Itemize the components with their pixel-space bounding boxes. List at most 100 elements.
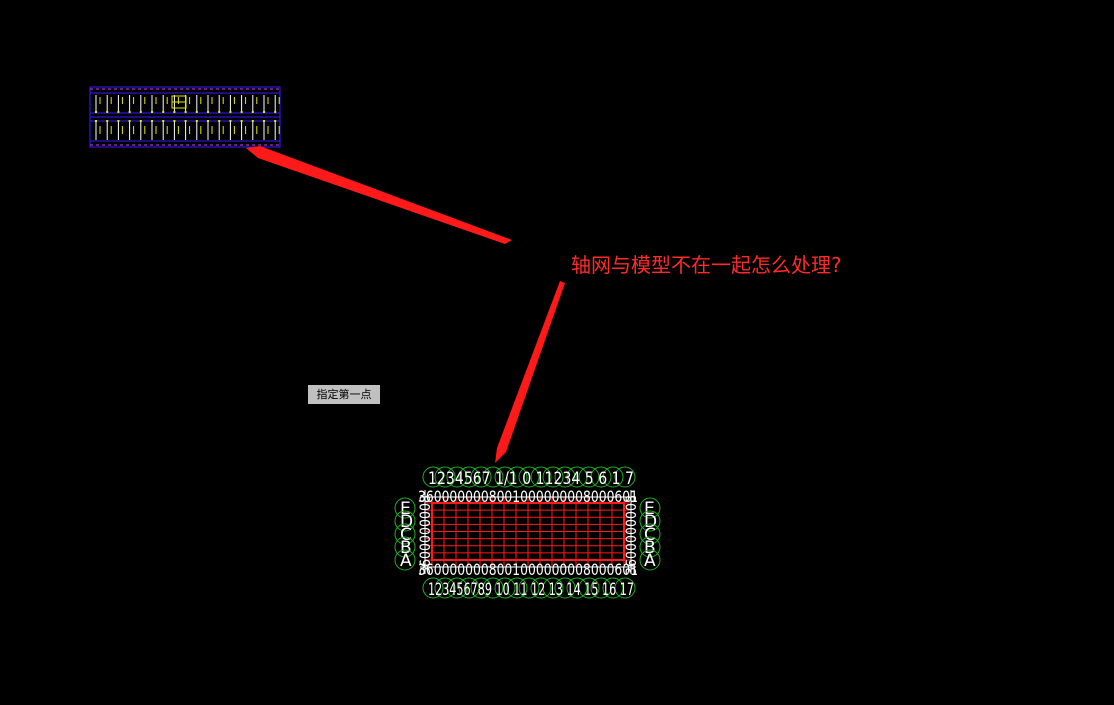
axis-bubble-top — [530, 466, 552, 488]
axis-bubble-top — [554, 466, 576, 488]
axis-bubble-bottom — [542, 577, 564, 599]
building-model[interactable] — [89, 86, 281, 148]
axis-letter-left: A — [400, 551, 412, 571]
axis-bubble-bottom — [578, 577, 600, 599]
model-column — [240, 120, 243, 122]
axis-bubble-bottom — [482, 577, 504, 599]
axis-bubble-bottom — [470, 577, 492, 599]
axis-bubble-right — [639, 536, 661, 558]
axis-bubble-right — [639, 523, 661, 545]
axis-bubble-bottom — [554, 577, 576, 599]
model-column — [263, 120, 265, 122]
axis-numbers-top: 1234567 1/1 0 11234 5 6 1 7 — [428, 469, 634, 489]
axis-bubble-bottom — [434, 577, 456, 599]
axis-bubble-bottom — [458, 577, 480, 599]
axis-letter-left: C — [400, 525, 412, 545]
model-column — [151, 120, 153, 122]
axis-bubble-top — [470, 466, 492, 488]
model-column — [162, 120, 165, 122]
axis-bubble-top — [518, 466, 540, 488]
axis-bubble-bottom — [602, 577, 624, 599]
model-column — [207, 111, 209, 113]
model-column — [184, 120, 187, 122]
axis-numbers-bottom: 123456789 10 11 12 13 14 15 16 17 — [428, 580, 634, 600]
annotation-text: 轴网与模型不在一起怎么处理? — [571, 253, 842, 277]
axis-letter-right: D — [644, 512, 657, 532]
axis-bubble-left — [394, 523, 416, 545]
axis-bubble-top — [590, 466, 612, 488]
axis-letter-right: B — [644, 538, 656, 558]
axis-bubble-bottom — [518, 577, 540, 599]
model-column — [117, 120, 120, 122]
axis-letter-right: A — [644, 551, 656, 571]
model-column — [229, 120, 232, 122]
axis-letter-left: D — [400, 512, 413, 532]
model-column — [106, 111, 109, 113]
axis-bubble-top — [566, 466, 588, 488]
axis-bubble-top — [482, 466, 504, 488]
model-column — [95, 120, 97, 122]
model-column — [139, 120, 142, 122]
dimension-text-top: 3600000008001000000008000601 — [418, 487, 638, 506]
axis-bubble-bottom — [614, 577, 636, 599]
model-column — [240, 111, 243, 113]
axis-bubble-bottom — [530, 577, 552, 599]
axis-bubble-bottom — [506, 577, 528, 599]
axis-letter-left: B — [400, 538, 412, 558]
model-column — [229, 111, 232, 113]
model-column — [95, 111, 97, 113]
axis-bubble-top — [422, 466, 444, 488]
axis-bubble-top — [506, 466, 528, 488]
axis-bubble-right — [639, 549, 661, 571]
axis-letter-right: C — [644, 525, 656, 545]
command-prompt-tooltip: 指定第一点 — [308, 385, 380, 404]
dimension-text-right: 3600000008 — [624, 495, 640, 575]
model-column — [128, 120, 131, 122]
model-column — [173, 111, 176, 113]
arrow-to-model — [246, 146, 512, 244]
axis-bubble-left — [394, 510, 416, 532]
model-column — [195, 120, 198, 122]
axis-bubble-left — [394, 497, 416, 519]
model-column — [151, 111, 153, 113]
axis-bubble-bottom — [446, 577, 468, 599]
model-column — [139, 111, 142, 113]
axis-bubble-top — [614, 466, 636, 488]
arrow-to-axis-grid — [495, 281, 565, 463]
dimension-text-bottom: 3600000008001000000008000601 — [418, 560, 638, 579]
model-column — [117, 111, 120, 113]
axis-bubble-left — [394, 549, 416, 571]
axis-bubble-bottom — [566, 577, 588, 599]
model-column — [251, 111, 254, 113]
axis-letter-left: E — [400, 499, 411, 519]
axis-bubble-top — [494, 466, 516, 488]
model-column — [218, 120, 221, 122]
axis-bubble-left — [394, 536, 416, 558]
model-column — [218, 111, 221, 113]
dimension-text-left: 3600000008 — [418, 495, 434, 575]
axis-bubble-top — [434, 466, 456, 488]
axis-bubble-right — [639, 510, 661, 532]
axis-bubble-bottom — [494, 577, 516, 599]
axis-bubble-top — [542, 466, 564, 488]
axis-grid[interactable]: 1234567 1/1 0 11234 5 6 1 7 123456789 10 … — [394, 466, 661, 600]
model-column — [128, 111, 131, 113]
model-column — [162, 111, 165, 113]
axis-bubble-right — [639, 497, 661, 519]
model-column — [195, 111, 198, 113]
axis-bubble-top — [458, 466, 480, 488]
axis-bubble-bottom — [422, 577, 444, 599]
model-column — [173, 120, 176, 122]
axis-bubble-top — [602, 466, 624, 488]
model-column — [106, 120, 109, 122]
model-column — [207, 120, 209, 122]
axis-letter-right: E — [644, 499, 655, 519]
model-column — [184, 111, 187, 113]
axis-bubble-bottom — [590, 577, 612, 599]
model-column — [251, 120, 254, 122]
model-column — [274, 111, 277, 113]
axis-bubble-top — [578, 466, 600, 488]
model-column — [274, 120, 277, 122]
axis-bubble-top — [446, 466, 468, 488]
